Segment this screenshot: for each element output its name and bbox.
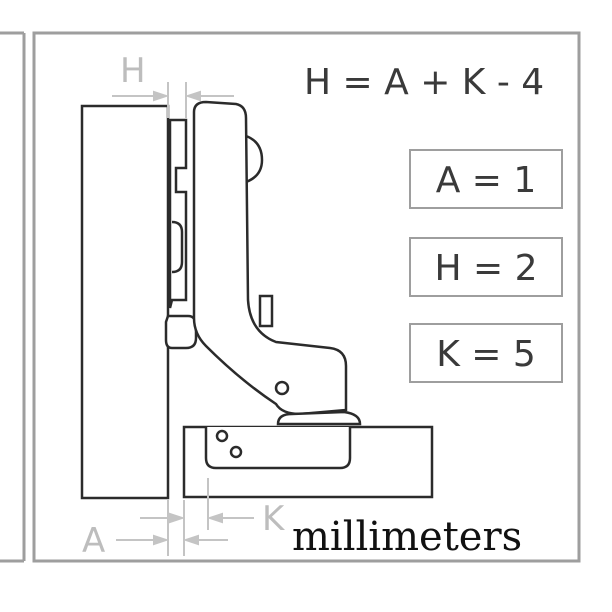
units-caption: millimeters bbox=[292, 514, 522, 560]
cup-screw-bottom bbox=[229, 445, 243, 459]
arm-pivot-hole bbox=[274, 380, 290, 396]
hinge-cup bbox=[204, 427, 352, 470]
cup-screw-top bbox=[215, 429, 229, 443]
a-arrow-right bbox=[182, 534, 199, 546]
mounting-plate-clip bbox=[164, 314, 198, 350]
hinge-arm-tab bbox=[258, 294, 274, 328]
dimension-label-h: H bbox=[120, 51, 146, 91]
hinge-arm bbox=[192, 100, 348, 416]
hinge-arm-foot bbox=[276, 410, 362, 426]
value-box-a bbox=[409, 149, 563, 209]
value-boxes: A = 1 H = 2 K = 5 bbox=[409, 149, 563, 383]
dimension-label-k: K bbox=[262, 499, 286, 539]
h-arrow-left bbox=[153, 90, 170, 102]
value-box-k bbox=[409, 323, 563, 383]
cabinet-side-panel bbox=[80, 104, 170, 500]
hinge-arm-knuckle bbox=[245, 134, 264, 184]
dimension-label-a: A bbox=[82, 521, 105, 561]
main-frame bbox=[32, 31, 581, 563]
value-label-a: A = 1 bbox=[436, 160, 537, 201]
value-box-h bbox=[409, 237, 563, 297]
k-arrow-left bbox=[169, 512, 186, 524]
formula: H = A + K - 4 bbox=[304, 62, 544, 103]
a-arrow-left bbox=[153, 534, 170, 546]
dimension-lines bbox=[112, 82, 254, 556]
mounting-plate bbox=[168, 118, 188, 309]
mounting-plate-slot bbox=[171, 220, 184, 274]
value-label-h: H = 2 bbox=[434, 248, 537, 289]
value-label-k: K = 5 bbox=[436, 334, 536, 375]
frame bbox=[0, 31, 581, 563]
h-arrow-right bbox=[184, 90, 201, 102]
k-arrow-right bbox=[206, 512, 223, 524]
